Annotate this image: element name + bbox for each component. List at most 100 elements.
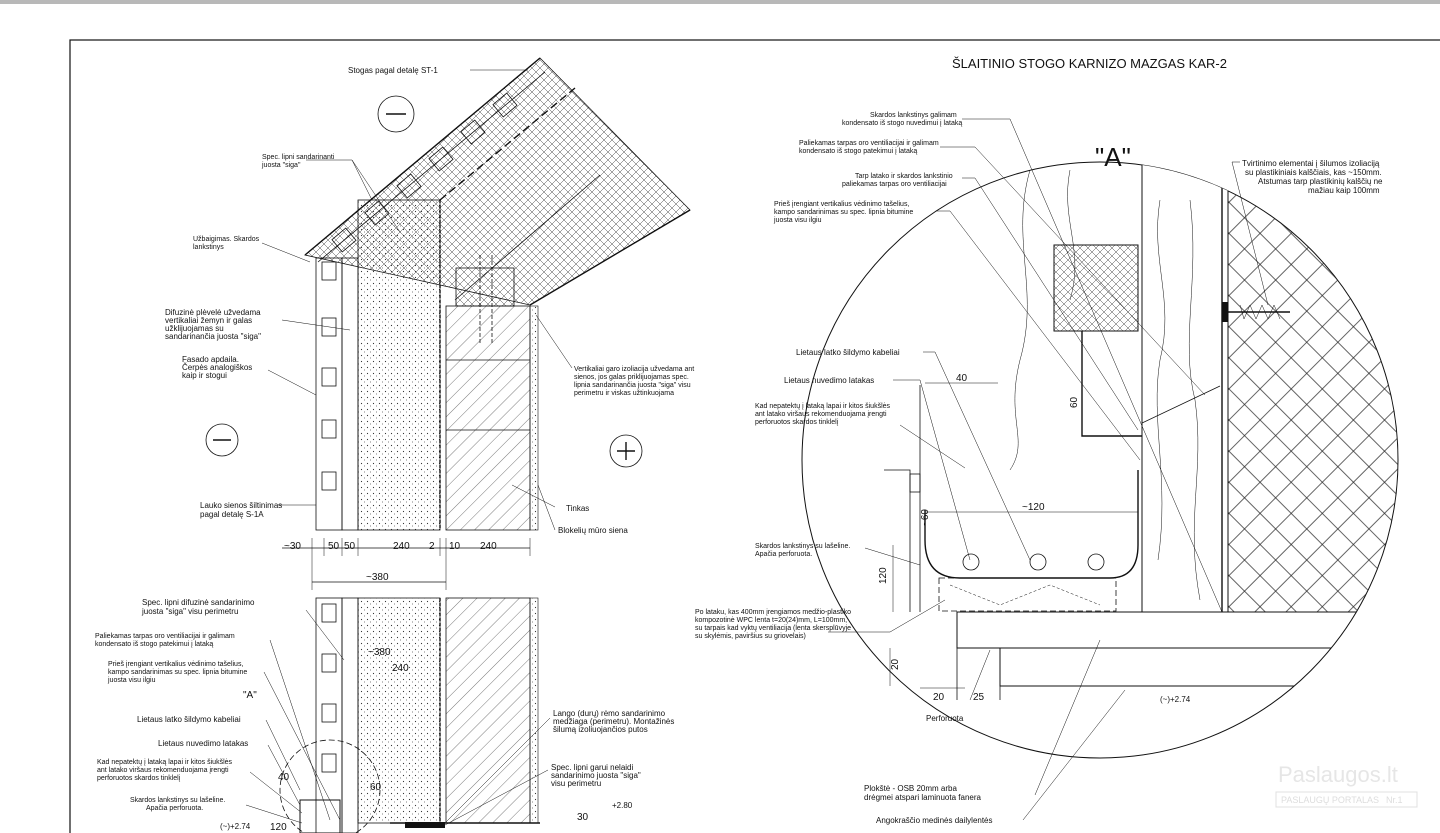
label-gap-gutter-2: paliekamas tarpas oro ventiliacijai <box>842 181 947 188</box>
label-gap-1: Paliekamas tarpas oro ventiliacijai ir g… <box>95 633 235 640</box>
label-roof: Stogas pagal detalę ST-1 <box>348 66 438 75</box>
label-wall-insulation-2: pagal detalę S-1A <box>200 510 264 519</box>
label-membrane-2: vertikaliai žemyn ir galas <box>165 316 252 325</box>
label-perforated: Perforuota <box>926 714 964 723</box>
label-finish-1: Užbaigimas. Skardos <box>193 236 260 243</box>
label-mesh-r-3: perforuotos skardos tinklelį <box>755 419 839 426</box>
label-fastener-4: mažiau kaip 100mm <box>1308 186 1380 195</box>
detail-a-label: "A" <box>1095 142 1131 172</box>
label-tape-2: juosta "siga" <box>261 162 301 169</box>
label-membrane-3: užklijuojamas su <box>165 324 224 333</box>
dim-r-20: 20 <box>890 658 901 670</box>
detail-leaders <box>828 118 1269 821</box>
label-wpc-1: Po lataku, kas 400mm įrengiamos medžio-p… <box>695 609 851 616</box>
label-window-2: medžiaga (perimetru). Montažinės <box>553 717 674 726</box>
label-block-wall: Blokelių mūro siena <box>558 526 628 535</box>
dim-r-60b: ~60 <box>920 509 931 526</box>
outside-zone-symbol <box>377 95 415 133</box>
dim-r-20b: 20 <box>933 692 945 703</box>
inside-zone-symbol <box>609 434 643 468</box>
dim-10: 10 <box>449 541 461 552</box>
dim-2: 2 <box>429 541 435 552</box>
label-finish-2: lankstinys <box>193 244 224 251</box>
left-leaders <box>245 69 573 826</box>
label-drip-1: Skardos lankstinys su lašeline. <box>130 797 225 804</box>
dim-r-25: 25 <box>973 692 985 703</box>
label-wpc-4: su skylėmis, paviršius su griovelais) <box>695 633 806 640</box>
label-mesh-r-1: Kad nepatektų į lataką lapai ir kitos ši… <box>755 403 891 410</box>
label-vapor-2: sienos, jos galas priklijuojamas spec. <box>574 374 689 381</box>
left-section-drawing <box>205 57 691 590</box>
dim-120: 120 <box>270 822 287 833</box>
label-mesh-2: ant latako viršaus rekomenduojama įrengt… <box>97 767 229 774</box>
watermark-brand: Paslaugos.lt <box>1278 762 1398 787</box>
left-lower-section <box>279 597 540 833</box>
drawing-title: ŠLAITINIO STOGO KARNIZO MAZGAS KAR-2 <box>952 56 1227 71</box>
dim-r-120w: ~120 <box>1022 502 1045 513</box>
label-mesh-r-2: ant latako viršaus rekomenduojama įrengt… <box>755 411 887 418</box>
label-before-r-2: kampo sandarinimas su spec. lipnia bitum… <box>774 209 913 216</box>
label-osb-1: Plokštė - OSB 20mm arba <box>864 784 957 793</box>
outside-zone-symbol <box>205 423 239 457</box>
label-window-3: šilumą izoliuojančios putos <box>553 725 648 734</box>
dim-40: 40 <box>278 772 290 783</box>
dim-240c: 240 <box>392 663 409 674</box>
dim-380b: ~380 <box>368 647 391 658</box>
level-274-right: (~)+2.74 <box>1160 695 1191 704</box>
label-before-2: kampo sandarinimas su spec. lipnia bitum… <box>108 669 247 676</box>
level-280: +2.80 <box>612 801 633 810</box>
label-vapor-tape-3: visu perimetru <box>551 779 601 788</box>
label-fastener-3: Atstumas tarp plastikinių kalščių ne <box>1258 177 1383 186</box>
label-before-3: juosta visu ilgiu <box>107 677 156 684</box>
label-before-r-3: juosta visu ilgiu <box>773 217 822 224</box>
dim-30b: 30 <box>577 812 589 823</box>
label-membrane-4: sandarinančia juosta "siga" <box>165 332 261 341</box>
label-heating-cables: Lietaus latko šildymo kabeliai <box>137 715 241 724</box>
label-mesh-1: Kad nepatektų į lataką lapai ir kitos ši… <box>97 759 233 766</box>
label-mesh-3: perforuotos skardos tinklelį <box>97 775 181 782</box>
label-flashing-1: Skardos lankstinys galimam <box>870 112 957 119</box>
label-gutter: Lietaus nuvedimo latakas <box>158 739 248 748</box>
label-cables-r: Lietaus latko šildymo kabeliai <box>796 348 900 357</box>
label-membrane-1: Difuzinė plėvelė užvedama <box>165 308 261 317</box>
level-274-left: (~)+2.74 <box>220 822 251 831</box>
label-facade-2: Čerpės analogiškos <box>182 363 252 372</box>
label-drip-2: Apačia perforuota. <box>146 805 203 812</box>
dim-60: 60 <box>370 782 382 793</box>
watermark-badge: Nr.1 <box>1386 795 1403 805</box>
dim-50a: 50 <box>328 541 340 552</box>
label-wpc-2: kompozotinė WPC lenta t=20(24)mm, L=100m… <box>695 617 847 624</box>
dim-240a: 240 <box>393 541 410 552</box>
dim-r-60: 60 <box>1069 396 1080 408</box>
label-facade-1: Fasado apdaila. <box>182 355 239 364</box>
label-a-small: "A" <box>243 690 257 701</box>
label-drip-r-2: Apačia perforuota. <box>755 551 812 558</box>
label-gap-gutter-1: Tarp latako ir skardos lankstinio <box>855 173 953 180</box>
viewer-top-bar <box>0 0 1440 4</box>
watermark-box <box>1275 791 1418 808</box>
dim-240b: 240 <box>480 541 497 552</box>
label-trim-boards: Angokraščio medinės dailylentės <box>876 816 993 825</box>
label-vapor-tape-2: sandarinimo juosta "siga" <box>551 771 641 780</box>
dim-30: ~30 <box>284 541 301 552</box>
label-facade-3: kaip ir stogui <box>182 371 227 380</box>
label-vapor-1: Vertikaliai garo izoliacija užvedama ant <box>574 366 694 373</box>
label-diffuse-tape-2: juosta "siga" visu perimetru <box>141 607 238 616</box>
dim-r-40: 40 <box>956 373 968 384</box>
label-osb-2: drėgmei atspari laminuota fanera <box>864 793 982 802</box>
label-fastener-1: Tvirtinimo elementai į šilumos izoliacij… <box>1242 159 1380 168</box>
detail-dimensions <box>889 345 1138 689</box>
dim-r-120: 120 <box>878 567 889 584</box>
label-diffuse-tape-1: Spec. lipni difuzinė sandarinimo <box>142 598 255 607</box>
label-flashing-2: kondensato iš stogo nuvedimui į lataką <box>842 120 962 127</box>
label-vapor-4: perimetru ir viskas užtinkuojama <box>574 390 674 397</box>
label-ventgap-1: Paliekamas tarpas oro ventiliacijai ir g… <box>799 140 939 147</box>
label-gap-2: kondensato iš stogo patekimui į lataką <box>95 641 213 648</box>
label-fastener-2: su plastikiniais kalščiais, kas ~150mm. <box>1245 168 1382 177</box>
label-plaster: Tinkas <box>566 504 589 513</box>
watermark-sub: PASLAUGŲ PORTALAS <box>1281 795 1379 805</box>
dim-50b: 50 <box>344 541 356 552</box>
label-ventgap-2: kondensato iš stogo patekimui į lataką <box>799 148 917 155</box>
label-vapor-tape-1: Spec. lipni garui nelaidi <box>551 763 633 772</box>
